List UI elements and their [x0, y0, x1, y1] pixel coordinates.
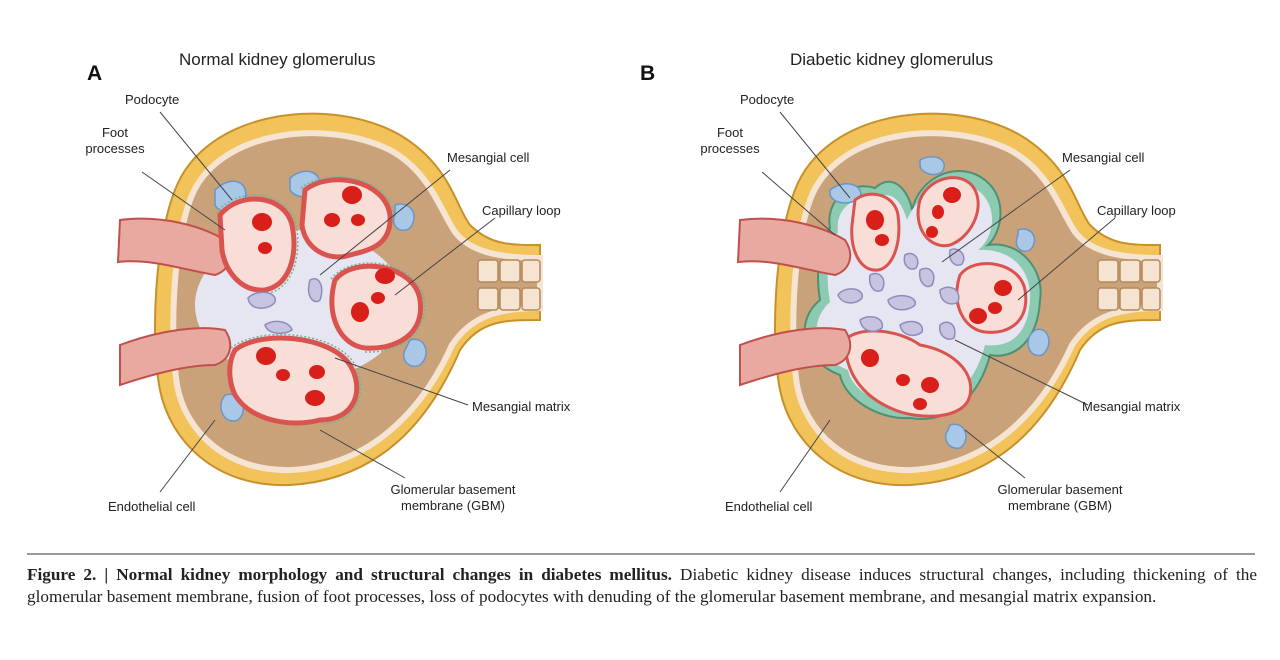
caption-title: Normal kidney morphology and structural …	[116, 565, 672, 584]
caption-divider	[27, 553, 1255, 555]
panel-title: Normal kidney glomerulus	[179, 50, 376, 69]
label-gbm-line2: membrane (GBM)	[1007, 498, 1113, 513]
label-gbm: Glomerular basement membrane (GBM)	[975, 482, 1145, 514]
proximal-tubule	[477, 259, 541, 311]
caption-figure-number: Figure 2. |	[27, 565, 109, 584]
label-foot-processes-line2: processes	[85, 141, 145, 156]
gbm	[215, 176, 426, 425]
panel-letter: B	[640, 62, 656, 85]
label-podocyte: Podocyte	[125, 92, 180, 107]
label-foot-processes-line1: Foot	[101, 125, 128, 140]
label-podocyte: Podocyte	[740, 92, 795, 107]
label-endothelial-cell: Endothelial cell	[725, 499, 813, 514]
red-blood-cells	[861, 187, 1012, 410]
label-foot-processes: Foot processes	[690, 125, 770, 157]
caption-body: Diabetic kidney disease induces structur…	[27, 565, 1258, 606]
label-foot-processes-line2: processes	[700, 141, 760, 156]
proximal-tubule	[1097, 259, 1161, 311]
panel-diabetic-glomerulus: B Diabetic kidney glomerulus Podocyte Fo…	[620, 0, 1260, 540]
label-gbm-line2: membrane (GBM)	[400, 498, 506, 513]
label-gbm: Glomerular basement membrane (GBM)	[368, 482, 538, 514]
mesangial-cells	[247, 278, 323, 335]
leader-lines	[761, 111, 1116, 493]
label-gbm-line1: Glomerular basement	[390, 482, 516, 497]
capillary-loops	[217, 177, 423, 426]
normal-glomerulus-illustration	[116, 111, 543, 493]
afferent-arteriole	[736, 217, 852, 277]
diabetic-glomerulus-illustration	[736, 111, 1163, 493]
label-gbm-line1: Glomerular basement	[997, 482, 1123, 497]
label-mesangial-matrix: Mesangial matrix	[472, 399, 571, 414]
label-foot-processes-line1: Foot	[716, 125, 743, 140]
label-foot-processes: Foot processes	[75, 125, 155, 157]
label-mesangial-cell: Mesangial cell	[1062, 150, 1145, 165]
efferent-arteriole	[739, 327, 852, 387]
label-mesangial-cell: Mesangial cell	[447, 150, 530, 165]
label-capillary-loop: Capillary loop	[1097, 203, 1176, 218]
mesangial-cells	[837, 248, 965, 340]
panel-title: Diabetic kidney glomerulus	[790, 50, 994, 69]
label-capillary-loop: Capillary loop	[482, 203, 561, 218]
panel-letter: A	[87, 62, 103, 85]
efferent-arteriole	[119, 327, 232, 387]
red-blood-cells	[252, 186, 395, 406]
leader-lines	[141, 111, 496, 493]
figure-caption: Figure 2. | Normal kidney morphology and…	[27, 564, 1257, 608]
label-endothelial-cell: Endothelial cell	[108, 499, 196, 514]
label-mesangial-matrix: Mesangial matrix	[1082, 399, 1181, 414]
panel-normal-glomerulus: A Normal kidney glomerulus Podocyte Foot…	[0, 0, 640, 540]
